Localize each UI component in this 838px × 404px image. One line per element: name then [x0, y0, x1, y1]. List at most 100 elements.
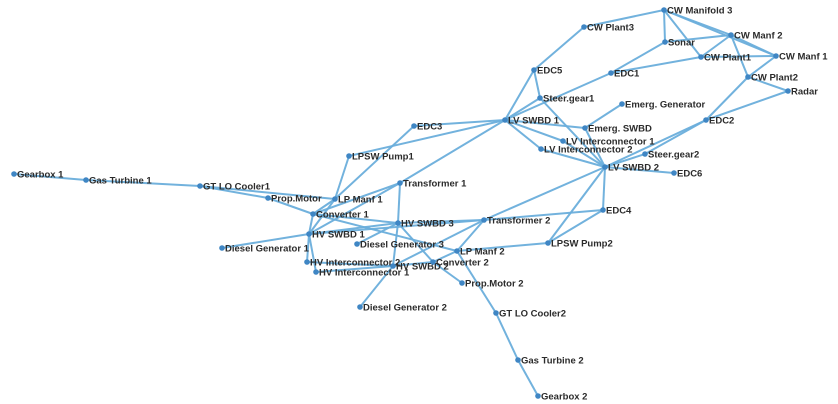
- node-marker: [662, 39, 668, 45]
- node-converter1: Converter 1: [310, 210, 370, 221]
- edge-converter1-hvswbd3: [312, 213, 399, 224]
- edge-hvswbd2-converter2: [392, 261, 434, 267]
- edge-hvint2-hvswbd2: [306, 261, 394, 267]
- edge-transformer1-hvswbd3: [397, 182, 401, 224]
- node-label: CW Manf 1: [779, 52, 828, 63]
- edge-lvswbd1-emergswbd: [504, 119, 586, 129]
- node-label: Sonar: [668, 38, 695, 49]
- node-gasturb2: Gas Turbine 2: [515, 356, 584, 367]
- edge-emergswbd-lvswbd2: [584, 127, 606, 168]
- edge-edc3-lvswbd1: [413, 119, 506, 127]
- node-label: LV SWBD 2: [608, 163, 659, 174]
- node-label: HV SWBD 1: [312, 230, 366, 241]
- node-marker: [745, 74, 751, 80]
- edge-sonar-edc1: [610, 41, 666, 74]
- node-label: GT LO Cooler1: [203, 182, 271, 193]
- node-transformer1: Transformer 1: [397, 179, 467, 190]
- node-marker: [313, 269, 319, 275]
- node-marker: [346, 153, 352, 159]
- edge-sonar-cwmanifold3: [663, 9, 666, 43]
- node-gasturb1: Gas Turbine 1: [83, 176, 152, 187]
- node-marker: [545, 240, 551, 246]
- edge-edc2-radar: [705, 90, 789, 121]
- node-gtlo1: GT LO Cooler1: [197, 182, 271, 193]
- node-label: Radar: [791, 87, 818, 98]
- node-dieselgen3: Diesel Generator 3: [354, 240, 444, 251]
- node-label: Emerg. Generator: [625, 100, 706, 111]
- node-label: LV Interconnector 2: [544, 145, 633, 156]
- node-label: Diesel Generator 1: [225, 244, 310, 255]
- node-marker: [600, 207, 606, 213]
- edge-lpmanf1-converter1: [312, 198, 336, 215]
- edge-edc2-cwplant2: [705, 76, 749, 121]
- node-label: CW Plant2: [751, 73, 798, 84]
- node-edc3: EDC3: [411, 122, 442, 133]
- node-steergear1: Steer.gear1: [537, 94, 595, 105]
- node-marker: [661, 7, 667, 13]
- node-label: HV Interconnector 1: [319, 268, 410, 279]
- node-radar: Radar: [785, 87, 818, 98]
- node-converter2: Converter 2: [430, 258, 489, 269]
- node-marker: [703, 117, 709, 123]
- node-marker: [354, 241, 360, 247]
- edge-converter1-hvswbd1: [308, 213, 314, 235]
- node-hvint2: HV Interconnector 2: [304, 258, 400, 269]
- edge-lvint2-lvswbd2: [540, 148, 606, 168]
- node-marker: [537, 95, 543, 101]
- node-label: EDC4: [606, 206, 632, 217]
- edge-lvswbd2-edc4: [602, 166, 606, 211]
- node-label: Gas Turbine 2: [521, 356, 584, 367]
- node-lpswpump1: LPSW Pump1: [346, 152, 414, 163]
- node-marker: [619, 101, 625, 107]
- node-dieselgen2: Diesel Generator 2: [357, 303, 447, 314]
- node-label: Transformer 2: [487, 216, 550, 227]
- node-cwplant3: CW Plant3: [581, 23, 634, 34]
- edge-cwplant1-cwmanifold3: [663, 9, 702, 58]
- node-marker: [582, 125, 588, 131]
- edge-converter2-propmotor2: [432, 261, 463, 284]
- node-label: Steer.gear1: [543, 94, 595, 105]
- node-edc1: EDC1: [608, 69, 640, 80]
- node-cwmanf2: CW Manf 2: [728, 31, 783, 42]
- node-label: Gearbox 1: [17, 170, 64, 181]
- node-marker: [306, 231, 312, 237]
- node-cwmanifold3: CW Manifold 3: [661, 6, 732, 17]
- node-marker: [310, 211, 316, 217]
- node-marker: [411, 123, 417, 129]
- node-label: CW Manf 2: [734, 31, 783, 42]
- node-edc4: EDC4: [600, 206, 632, 217]
- edge-edc4-lpswpump2: [547, 209, 604, 244]
- edge-converter2-lpmanf2: [432, 250, 458, 263]
- edge-lvswbd2-edc6: [604, 166, 675, 174]
- node-marker: [531, 67, 537, 73]
- node-marker: [785, 88, 791, 94]
- edge-transformer1-hvswbd1: [308, 182, 401, 235]
- node-marker: [459, 280, 465, 286]
- node-label: Transformer 1: [403, 179, 467, 190]
- node-transformer2: Transformer 2: [481, 216, 550, 227]
- node-lpswpump2: LPSW Pump2: [545, 239, 613, 250]
- edge-lvint1-lvswbd2: [562, 140, 606, 168]
- node-marker: [515, 357, 521, 363]
- node-label: LP Manf 1: [338, 195, 383, 206]
- node-dieselgen1: Diesel Generator 1: [219, 244, 310, 255]
- node-label: LV Interconnector 1: [566, 137, 655, 148]
- node-marker: [395, 220, 401, 226]
- node-label: HV Interconnector 2: [310, 258, 400, 269]
- edge-hvswbd1-dieselgen1: [221, 233, 310, 249]
- node-marker: [83, 177, 89, 183]
- edge-cwmanf2-cwplant1: [700, 34, 732, 58]
- node-label: GT LO Cooler2: [499, 309, 566, 320]
- node-label: LP Manf 2: [460, 247, 505, 258]
- node-hvint1: HV Interconnector 1: [313, 268, 410, 279]
- edge-lpmanf2-transformer2: [456, 219, 485, 252]
- node-label: Prop.Motor 2: [465, 279, 524, 290]
- node-hvswbd1: HV SWBD 1: [306, 230, 366, 241]
- node-marker: [642, 151, 648, 157]
- node-edc5: EDC5: [531, 66, 563, 77]
- edge-sonar-cwmanf2: [664, 34, 732, 43]
- node-marker: [430, 259, 436, 265]
- node-layer: Gearbox 1 Gas Turbine 1 GT LO Cooler1Prop.…: [11, 6, 828, 403]
- node-gearbox2: Gearbox 2: [535, 392, 587, 403]
- node-marker: [481, 217, 487, 223]
